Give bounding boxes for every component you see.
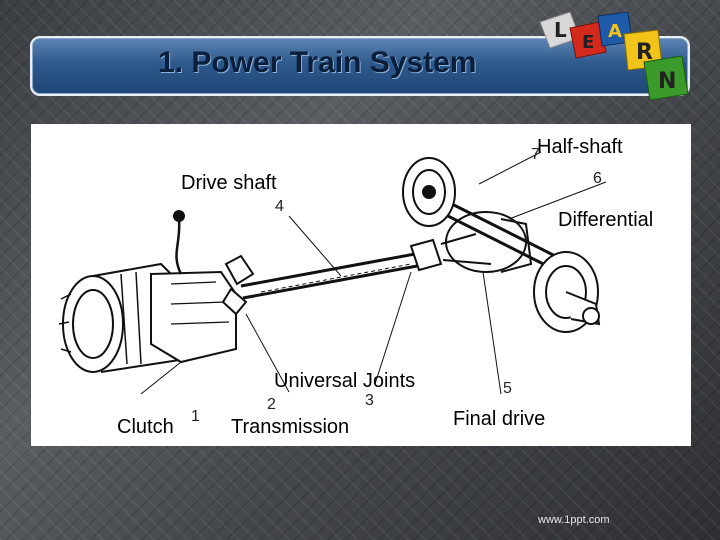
slide-title: 1. Power Train System [158,46,477,79]
callout-number-5: 5 [503,380,512,397]
callout-number-4: 4 [275,198,284,215]
puzzle-piece-l: L [539,11,581,49]
svg-text:E: E [582,32,594,53]
callout-number-2: 2 [267,396,276,413]
front-universal-joint-drawing [221,254,255,316]
rear-universal-joint-drawing [409,238,443,272]
drive-shaft-drawing [240,250,429,300]
puzzle-piece-r: R [623,29,663,71]
diagram-panel: Half-shaft Drive shaft Differential Univ… [31,124,691,446]
right-wheel-hub-drawing [533,251,601,333]
label-universal-joints: Universal Joints [274,370,416,392]
left-wheel-hub-drawing [402,157,456,227]
label-drive-shaft: Drive shaft [181,172,277,194]
learn-puzzle-logo: L E A R N [539,11,689,101]
label-differential: Differential [558,209,654,231]
svg-text:L: L [554,18,567,42]
label-transmission: Transmission [231,416,350,438]
label-half-shaft: Half-shaft [537,136,623,158]
footer-url: www.1ppt.com [538,514,610,526]
label-final-drive: Final drive [453,408,546,430]
puzzle-piece-n: N [643,55,689,101]
power-train-drawing [58,151,607,395]
svg-text:N: N [658,69,676,94]
leader-lines [140,151,607,395]
callout-number-3: 3 [365,392,374,409]
callout-number-7: 7 [531,146,540,163]
puzzle-piece-e: E [569,21,607,59]
svg-text:R: R [636,40,653,65]
label-clutch: Clutch [117,416,174,438]
callout-number-6: 6 [593,170,602,187]
svg-text:A: A [608,21,622,42]
callout-number-1: 1 [191,408,200,425]
transmission-drawing [150,210,237,364]
differential-drawing [440,211,533,273]
